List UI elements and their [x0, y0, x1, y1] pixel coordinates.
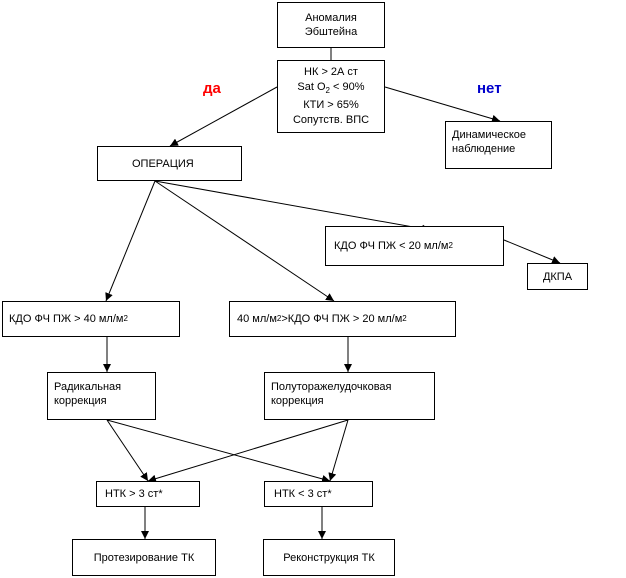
- edge-criteria-observation: [384, 86, 501, 123]
- node-prosthesis: Протезирование ТК: [72, 539, 216, 576]
- label-no: нет: [477, 80, 502, 97]
- node-operation: ОПЕРАЦИЯ: [97, 146, 242, 181]
- edge-criteria-operation: [169, 86, 278, 147]
- edge-kdo-low-dkpa: [503, 239, 561, 264]
- node-radical-correction: Радикальная коррекция: [47, 372, 156, 420]
- criteria-nk: НК > 2А ст: [304, 66, 358, 78]
- node-semi-correction: Полуторажелудочковая коррекция: [264, 372, 435, 420]
- edge-operation-kdo-low: [154, 180, 431, 233]
- edge-operation-kdo-mid: [154, 180, 335, 302]
- criteria-chd: Сопутств. ВПС: [292, 114, 370, 126]
- edge-semi-ntk-gt: [147, 419, 349, 483]
- edge-operation-kdo-high: [105, 180, 156, 302]
- node-ntk-less: НТК < 3 ст*: [264, 481, 373, 507]
- criteria-sat: Sat O2 < 90%: [297, 81, 365, 95]
- criteria-kti: КТИ > 65%: [303, 99, 359, 111]
- node-observation: Динамическое наблюдение: [445, 121, 552, 169]
- node-ebstein-anomaly: Аномалия Эбштейна: [277, 2, 385, 48]
- edge-radical-ntk-lt: [106, 419, 331, 483]
- label-yes: да: [203, 80, 221, 97]
- edge-semi-ntk-lt: [328, 419, 349, 482]
- node-reconstruction: Реконструкция ТК: [263, 539, 395, 576]
- node-dkpa: ДКПА: [527, 263, 588, 290]
- node-ntk-greater: НТК > 3 ст*: [96, 481, 200, 507]
- node-criteria: НК > 2А ст Sat O2 < 90% КТИ > 65% Сопутс…: [277, 60, 385, 133]
- edge-radical-ntk-gt: [106, 419, 149, 482]
